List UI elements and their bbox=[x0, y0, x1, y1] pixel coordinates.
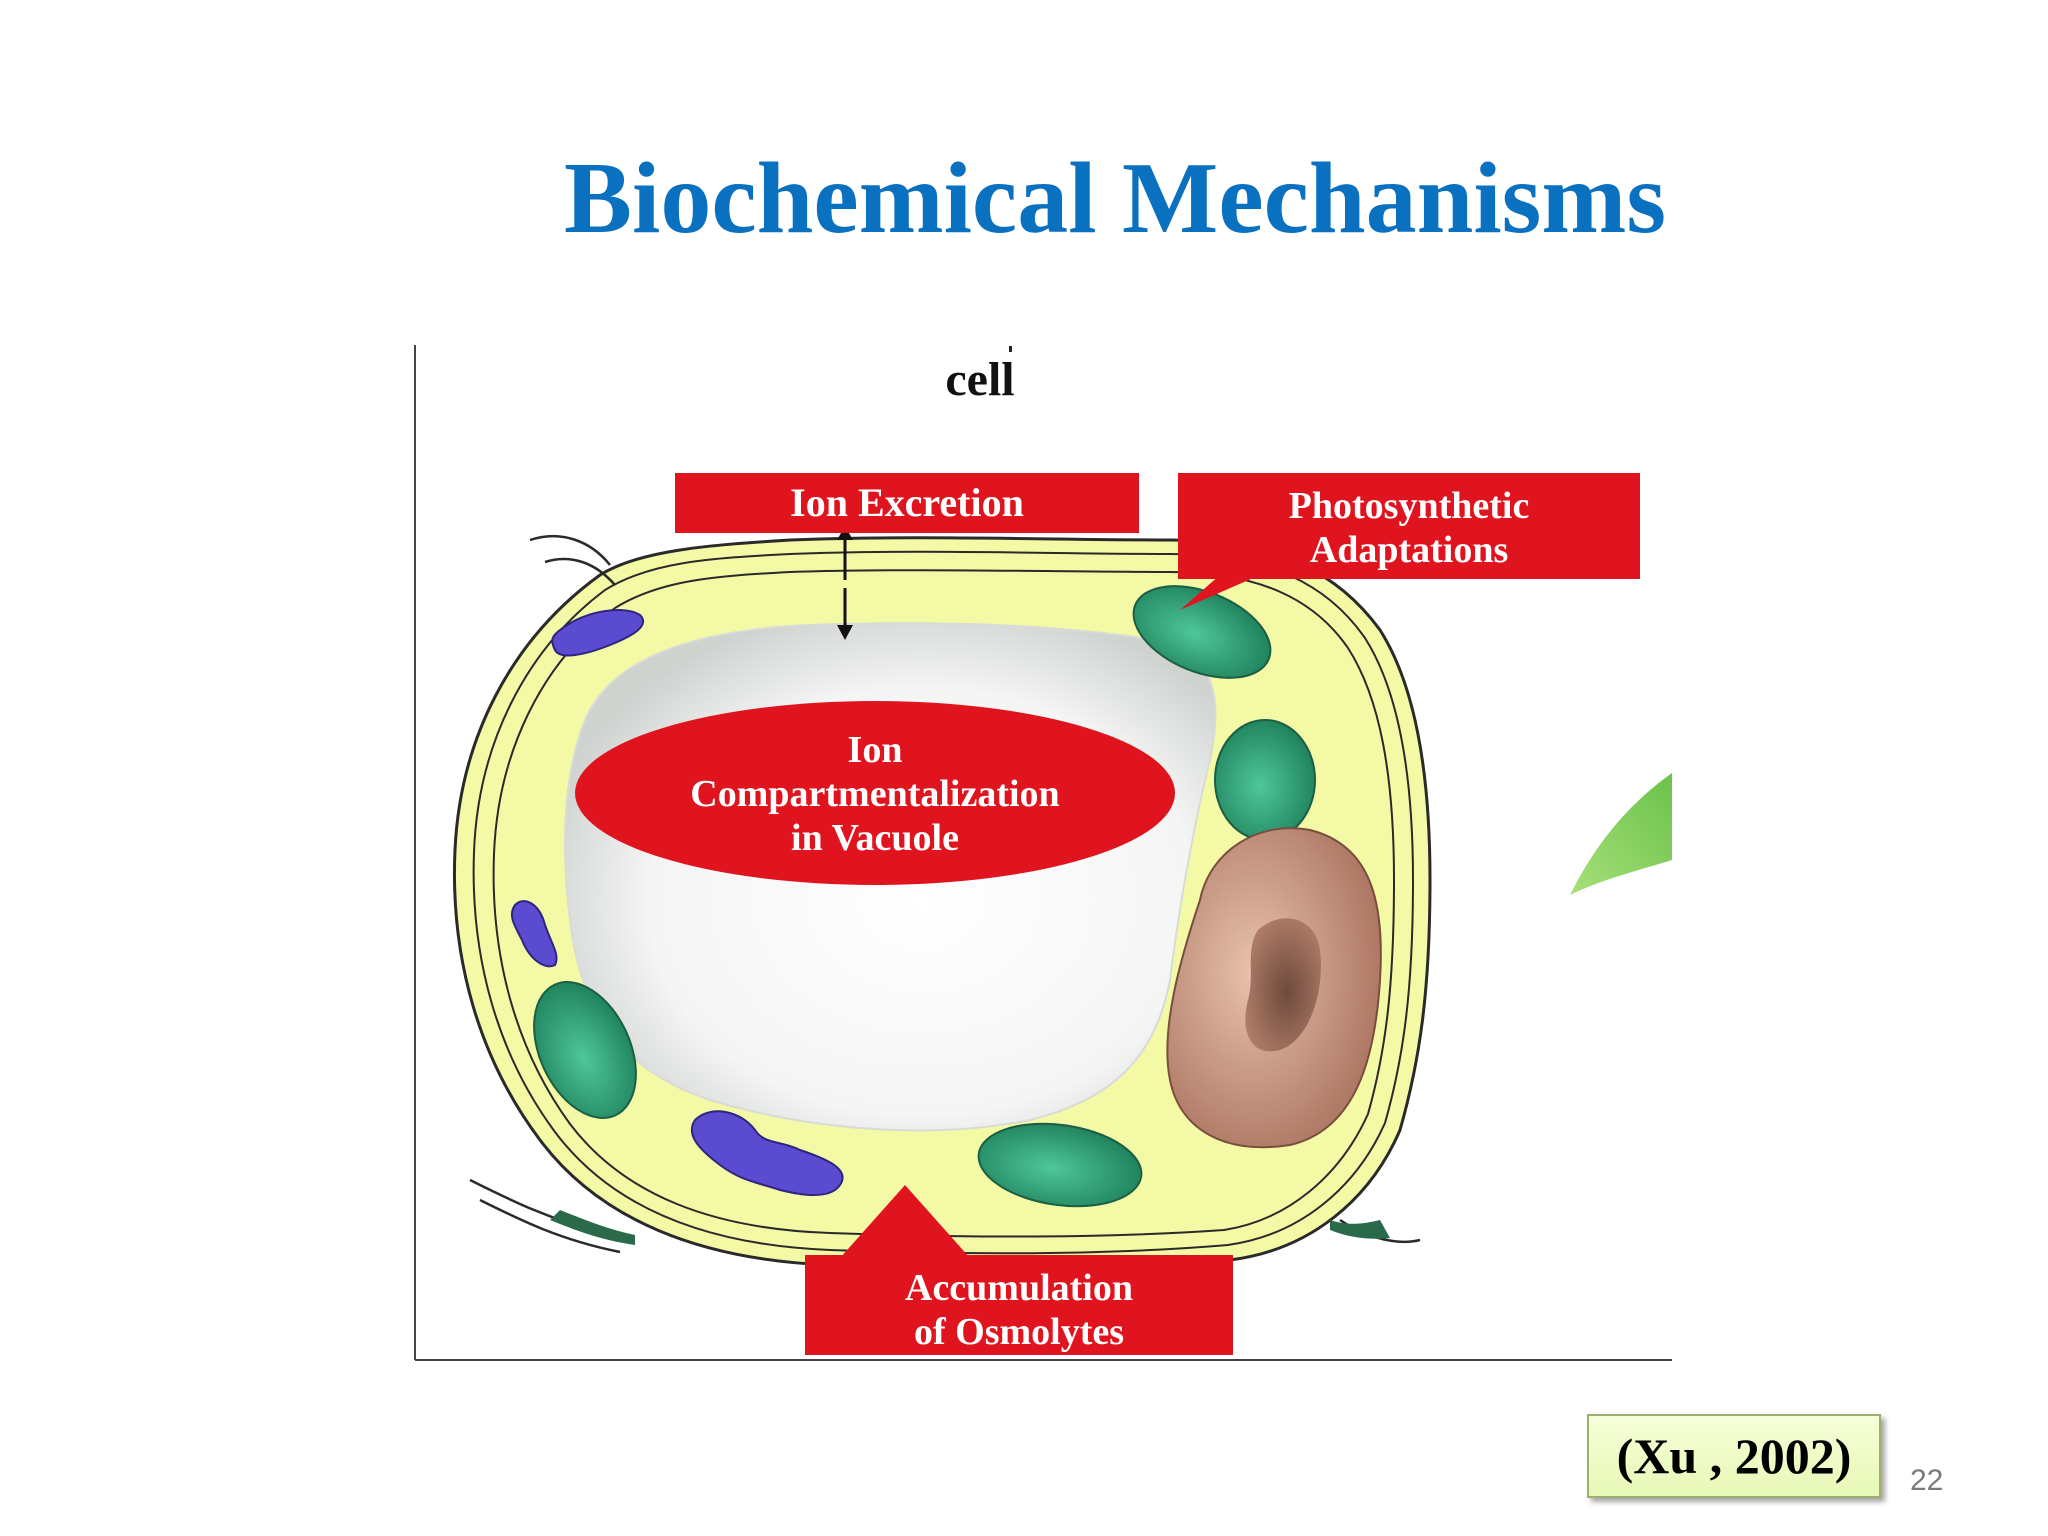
osmolytes-pointer bbox=[840, 1185, 970, 1258]
photosynthetic-label-line2: Adaptations bbox=[1310, 529, 1509, 571]
chloroplast-left bbox=[533, 981, 637, 1119]
photosynthetic-pointer bbox=[1180, 575, 1260, 610]
compartment-label-line1: Ion bbox=[848, 729, 903, 771]
osmolytes-label-line2: of Osmolytes bbox=[914, 1311, 1124, 1353]
compartment-label-line2: Compartmentalization bbox=[690, 773, 1059, 815]
leaf-shape bbox=[1570, 773, 1672, 895]
slide-title: Biochemical Mechanisms bbox=[563, 142, 1667, 255]
wall-extension-top-left bbox=[529, 535, 616, 586]
cell-wall-mid bbox=[472, 550, 1415, 1255]
mitochondrion-top-left bbox=[551, 609, 645, 657]
cell-label: cell bbox=[945, 353, 1014, 406]
compartment-oval bbox=[575, 701, 1175, 885]
photosynthetic-box bbox=[1178, 473, 1640, 579]
photosynthetic-label-line1: Photosynthetic bbox=[1289, 485, 1530, 527]
osmolytes-box bbox=[805, 1255, 1233, 1355]
osmolytes-label-line1: Accumulation bbox=[905, 1267, 1133, 1309]
cell-membrane bbox=[492, 569, 1396, 1238]
citation-box: (Xu , 2002) bbox=[1587, 1414, 1881, 1498]
mitochondrion-bottom-left bbox=[690, 1110, 844, 1196]
ion-excretion-box bbox=[675, 473, 1139, 533]
wall-corner-fill-left bbox=[550, 1210, 635, 1245]
chloroplast-bottom bbox=[977, 1122, 1143, 1208]
ion-excretion-label: Ion Excretion bbox=[790, 480, 1024, 525]
chloroplast-right bbox=[1214, 719, 1316, 841]
compartment-label-line3: in Vacuole bbox=[791, 817, 959, 859]
page-number: 22 bbox=[1910, 1464, 1944, 1497]
chloroplast-top-right bbox=[1132, 585, 1272, 679]
nucleolus bbox=[1245, 918, 1321, 1052]
mitochondrion-left bbox=[511, 900, 558, 968]
wall-corner-fill-right bbox=[1330, 1220, 1390, 1239]
top-mark bbox=[1009, 346, 1012, 352]
plant-cell-diagram: cell Ion Excretion Photosynthetic Adapta… bbox=[414, 345, 1672, 1361]
